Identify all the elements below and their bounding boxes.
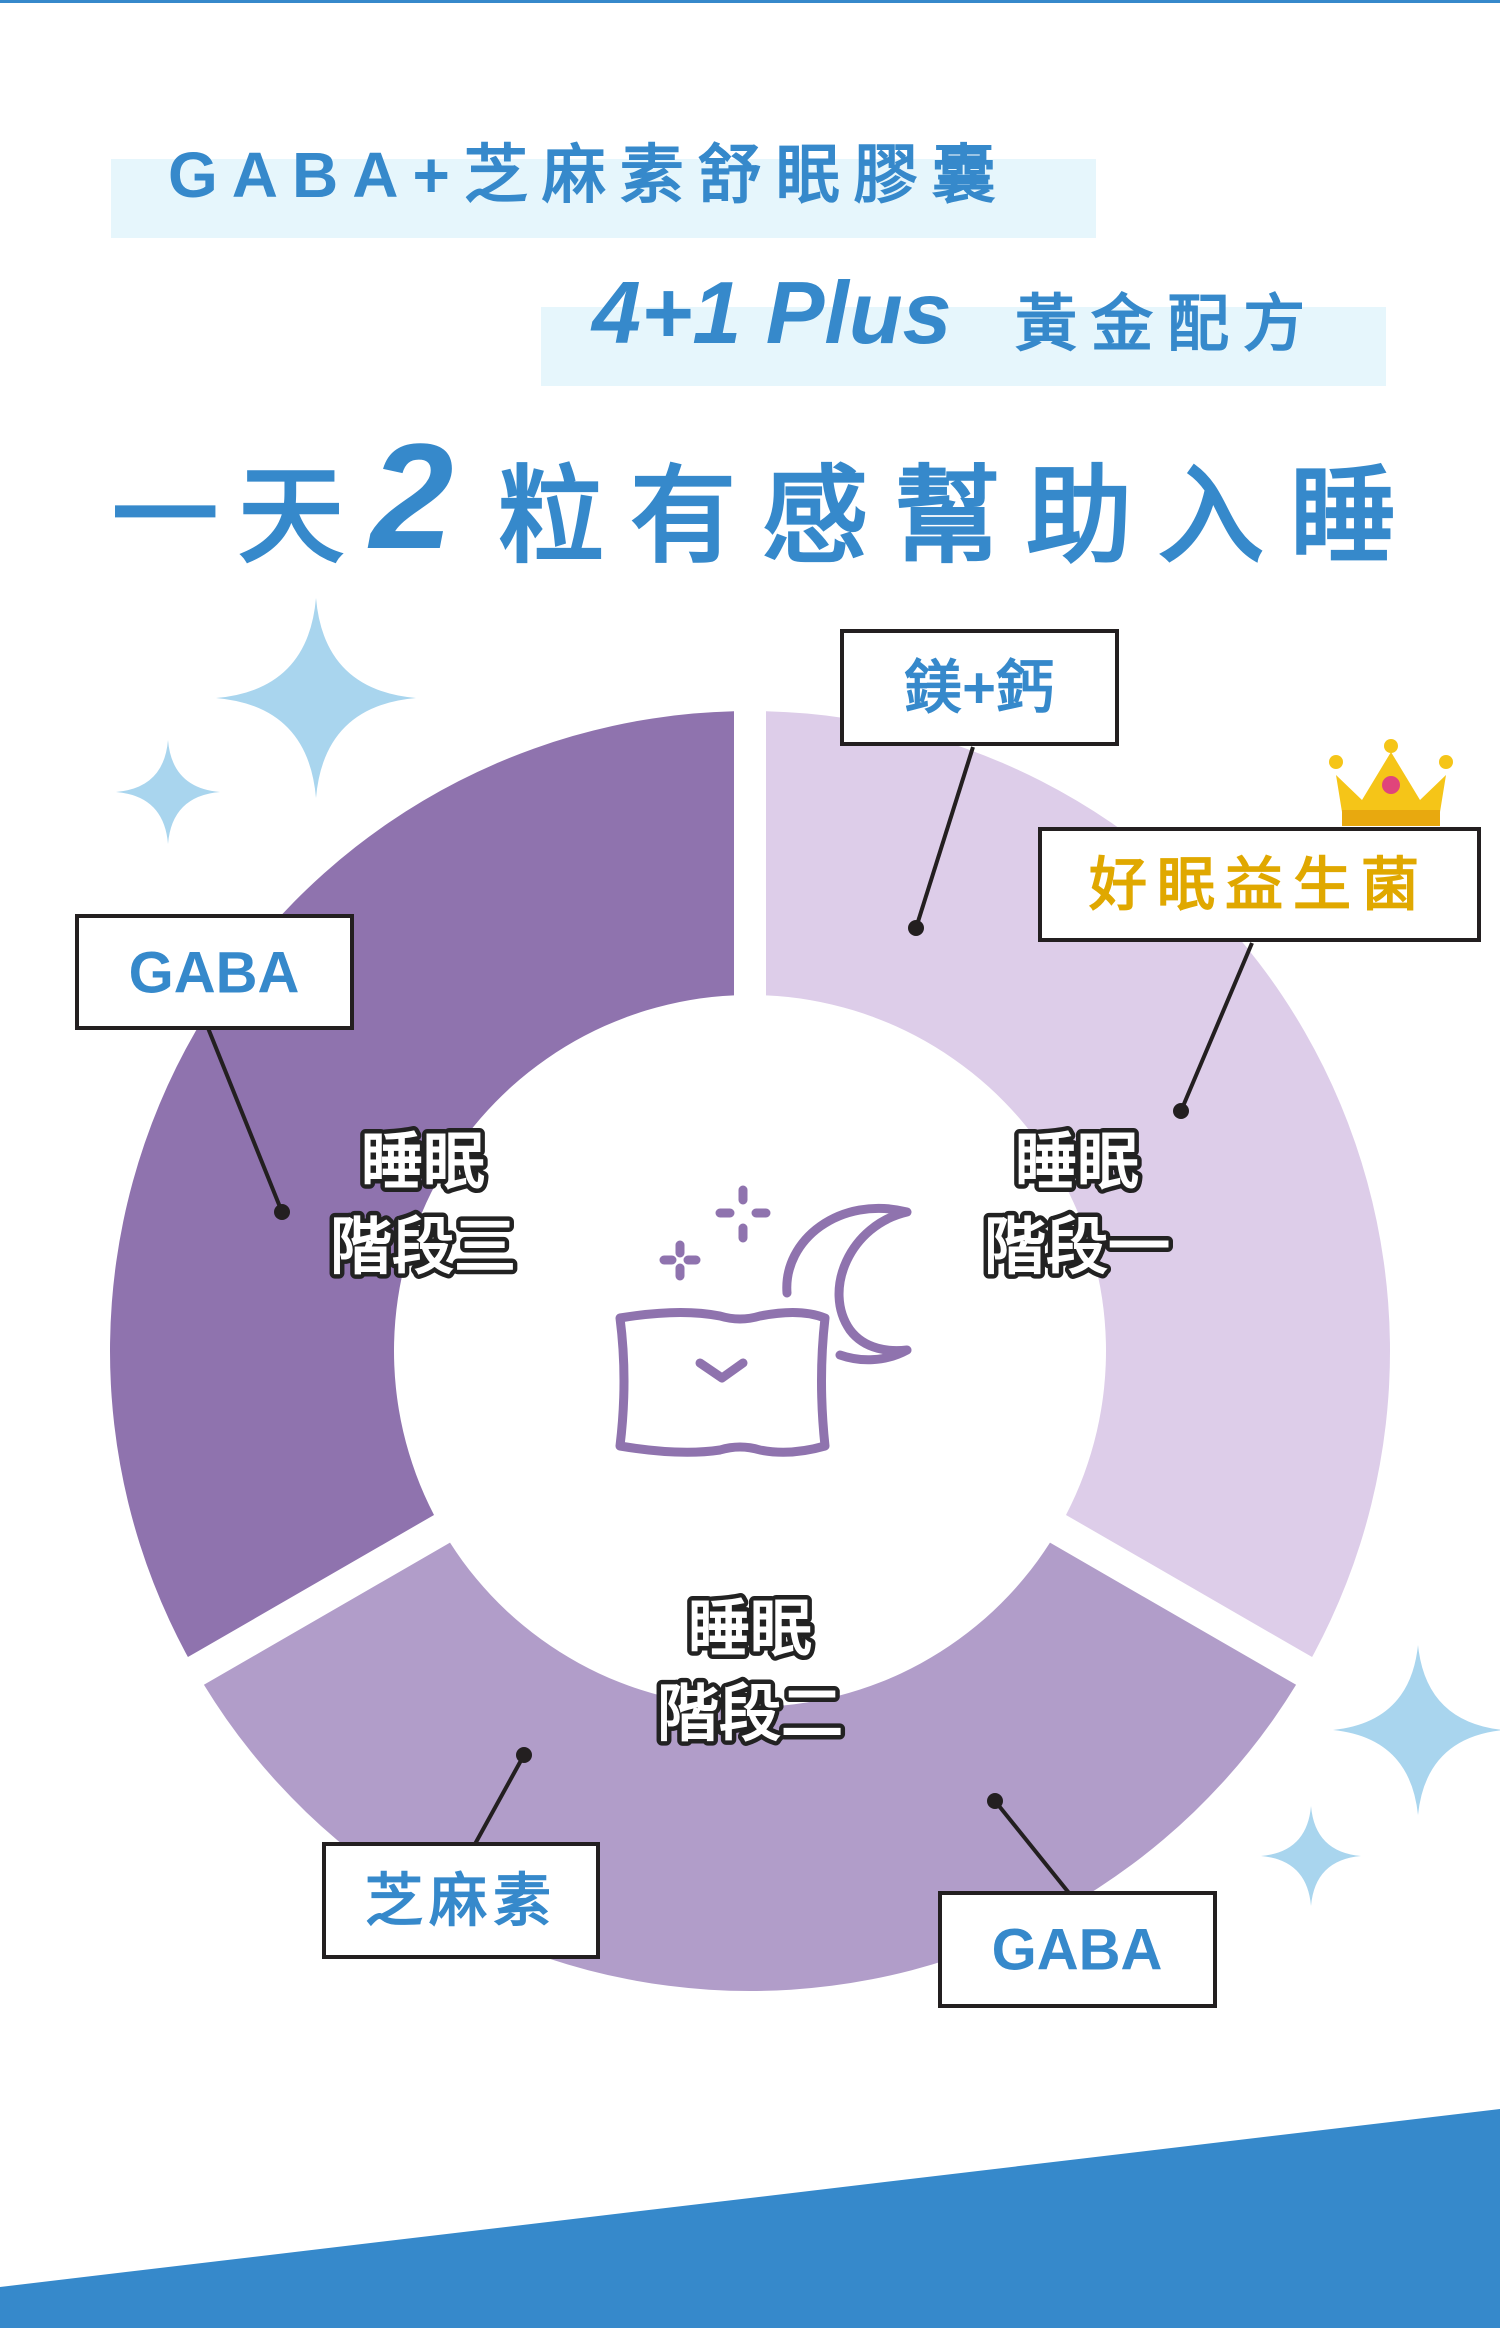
leader-lines [206,746,1254,1895]
stage-2-label-line2: 階段二 [657,1680,843,1749]
ingredient-mg-ca: 鎂+鈣 [840,629,1119,746]
headline-post: 粒有感幫助入睡 [498,458,1422,576]
sparkle-icon [116,740,220,844]
product-title: GABA+芝麻素舒眠膠囊 [168,139,1010,211]
ingredient-sesamin: 芝麻素 [322,1842,600,1959]
ingredient-label: GABA [129,941,300,1006]
formula-title-zh: 黃金配方 [1015,290,1319,359]
stage-1-label-line2: 階段一 [984,1213,1170,1282]
ingredient-label: GABA [992,1918,1163,1983]
ingredient-label: 好眠益生菌 [1088,853,1429,918]
stage-3-label-line2: 階段三 [330,1213,516,1282]
sparkle-icon [216,598,416,798]
ingredient-gaba-right: GABA [938,1891,1217,2008]
stage-2-label-line1: 睡眠 [688,1595,812,1664]
title-banner-1 [111,159,1096,238]
sparkles [116,598,1500,1906]
segment-stage-1 [765,711,1391,1658]
ingredient-gaba-left: GABA [75,914,354,1030]
stage-3-label-line1: 睡眠 [361,1128,485,1197]
sparkle-icon [1261,1806,1361,1906]
formula-title-en: 4+1 Plus [590,263,952,362]
top-border [0,0,1500,3]
ingredient-label: 鎂+鈣 [904,656,1054,721]
ingredient-probiotic: 好眠益生菌 [1038,827,1481,942]
pillow-moon-icon [615,1185,912,1457]
crown-icon [1329,739,1453,826]
bottom-band [0,2109,1500,2328]
stage-1-label-line1: 睡眠 [1015,1128,1139,1197]
ingredient-label: 芝麻素 [365,1869,557,1934]
title-banner-2 [541,307,1386,386]
sparkle-icon [1333,1645,1500,1815]
headline-pre: 一天 [112,458,364,576]
headline-number: 2 [367,412,453,580]
